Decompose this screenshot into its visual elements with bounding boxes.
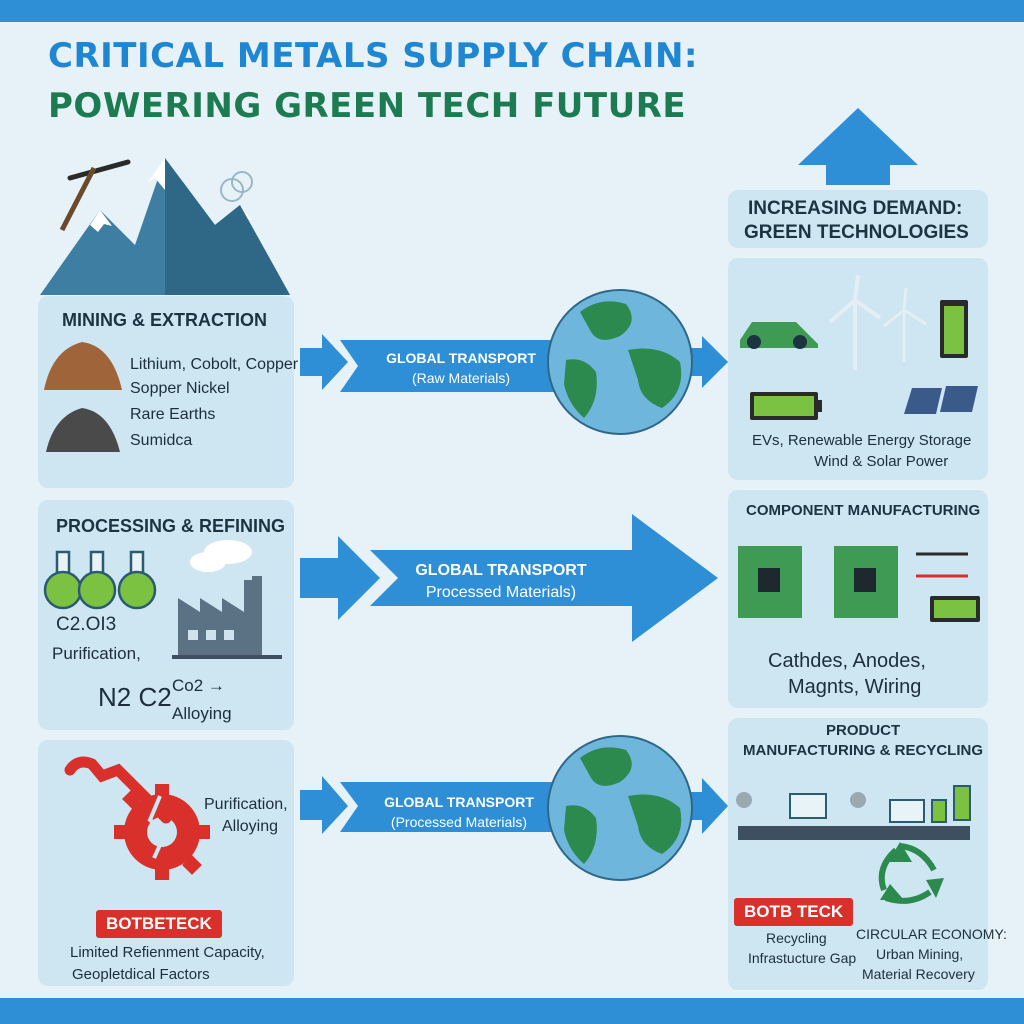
transport-processed-sub: Processed Materials) [425,584,577,601]
page-title-line2: POWERING GREEN TECH FUTURE [48,86,687,126]
circular-economy-1: CIRCULAR ECONOMY: [856,926,1007,942]
top-banner [0,0,1024,22]
component-line-2: Magnts, Wiring [788,676,922,698]
component-line-1: Cathdes, Anodes, [768,650,926,672]
mining-metals-2: Sopper Nickel [130,380,230,397]
mining-metals-3: Rare Earths [130,406,216,423]
mining-title: MINING & EXTRACTION [62,310,267,330]
demand-title-1: INCREASING DEMAND: [748,198,963,219]
mining-metals-4: Sumidca [130,432,193,449]
processing-n2c2: N2 C2 [98,682,172,712]
product-title-1: PRODUCT [826,722,901,739]
processing-title: PROCESSING & REFINING [56,516,286,536]
demand-caption-2: Wind & Solar Power [814,453,949,470]
recycling-gap-1: Recycling [766,930,827,946]
demand-caption-1: EVs, Renewable Energy Storage [752,432,972,449]
page-title-line1: CRITICAL METALS SUPPLY CHAIN: [48,36,698,76]
circular-economy-2: Urban Mining, [876,946,964,962]
bottleneck-reason-2: Geopletdical Factors [72,966,210,983]
transport-raw-title: GLOBAL TRANSPORT [386,350,536,366]
demand-title-2: GREEN TECHNOLOGIES [744,222,969,243]
transport-raw-sub: (Raw Materials) [411,370,510,386]
recycling-gap-2: Infrastucture Gap [748,950,857,966]
bottom-banner [0,998,1024,1024]
mining-panel [38,296,294,488]
processing-alloying: Alloying [172,704,232,723]
component-title: COMPONENT MANUFACTURING [746,502,981,519]
product-panel [728,718,988,990]
mining-metals-1: Lithium, Cobolt, Copper [130,356,299,373]
transport-processed-label: GLOBAL TRANSPORT Processed Materials) [396,560,606,604]
processing-purification: Purification, [52,644,141,663]
transport-processed2-label: GLOBAL TRANSPORT (Processed Materials) [364,792,554,832]
product-badge: BOTB TECK [734,898,854,926]
bottleneck-purification: Purification, [204,796,288,813]
bottleneck-badge: BOTBETECK [96,910,222,938]
circular-economy-3: Material Recovery [862,966,975,982]
transport-processed2-sub: (Processed Materials) [390,814,528,830]
bottleneck-alloying: Alloying [222,818,279,835]
demand-title-panel [728,190,988,248]
transport-processed2-title: GLOBAL TRANSPORT [384,794,534,810]
transport-raw-label: GLOBAL TRANSPORT (Raw Materials) [366,348,556,388]
product-title-2: MANUFACTURING & RECYCLING [743,742,983,759]
processing-formula: C2.OI3 [56,614,117,635]
bottleneck-reason-1: Limited Refienment Capacity, [70,944,265,961]
processing-co2: Co2 → [172,676,225,695]
transport-processed-title: GLOBAL TRANSPORT [415,562,587,579]
